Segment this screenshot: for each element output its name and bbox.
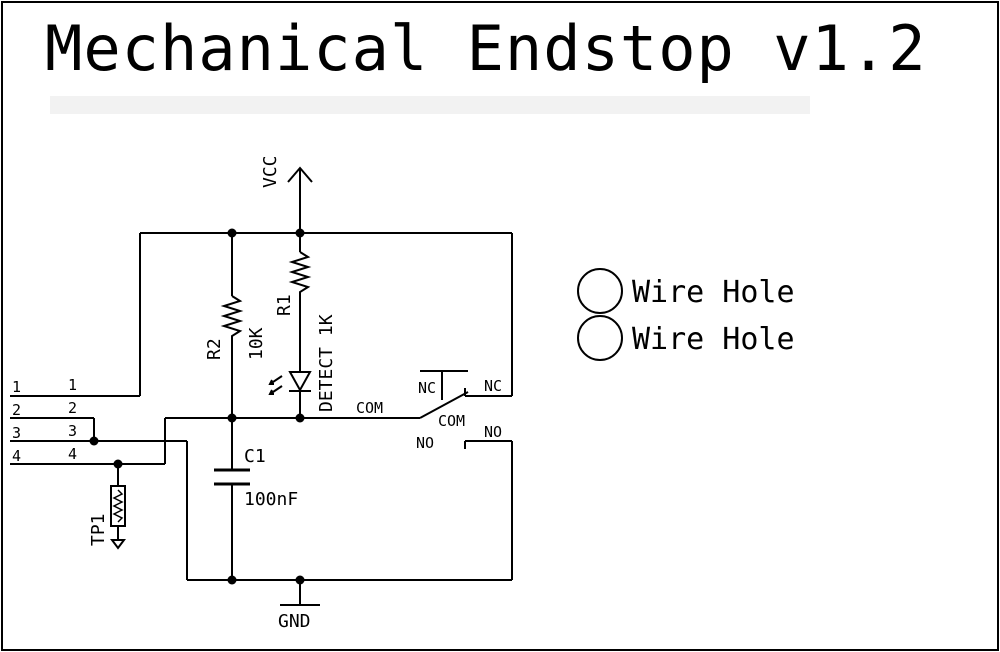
title-smudge (50, 96, 810, 114)
svg-text:DETECT 1K: DETECT 1K (316, 314, 337, 412)
net-4-label: 4 (68, 445, 77, 463)
junctions (89, 228, 305, 585)
wire-hole-1-label: Wire Hole (632, 275, 795, 310)
tp1-ref: TP1 (88, 513, 109, 546)
vcc-label: VCC (260, 155, 281, 188)
c1-ref: C1 (244, 446, 266, 467)
pin-1-label: 1 (12, 378, 21, 396)
r1-ref: R1 (274, 294, 295, 316)
pin-4-label: 4 (12, 447, 21, 465)
net-1-label: 1 (68, 376, 77, 394)
pin-3-label: 3 (12, 424, 21, 442)
detect-led (268, 371, 312, 395)
pin-2-label: 2 (12, 401, 21, 419)
r1-resistor (288, 251, 312, 296)
c1-value: 100nF (244, 489, 298, 510)
wire-hole-2-circle (577, 315, 623, 361)
led-label: DETECT (316, 347, 337, 412)
r1-value: 1K (316, 314, 337, 336)
schematic-title: Mechanical Endstop v1.2 (45, 12, 927, 85)
switch-nc-pin: NC (418, 379, 436, 397)
c1-capacitor (214, 468, 250, 486)
wires (10, 166, 513, 606)
net-3-label: 3 (68, 422, 77, 440)
r2-ref: R2 (204, 338, 225, 360)
r2-value: 10K (246, 327, 267, 360)
switch-com-pin: COM (438, 412, 465, 430)
switch-no-pin: NO (416, 434, 434, 452)
nc-net-label: NC (484, 377, 502, 395)
endstop-switch (419, 370, 469, 449)
wire-hole-1-circle (577, 268, 623, 314)
no-net-label: NO (484, 423, 502, 441)
net-2-label: 2 (68, 399, 77, 417)
com-net-label: COM (356, 399, 383, 417)
tp1-coil (112, 489, 124, 523)
wire-hole-2-label: Wire Hole (632, 322, 795, 357)
gnd-label: GND (278, 611, 311, 632)
r2-resistor (220, 295, 244, 340)
